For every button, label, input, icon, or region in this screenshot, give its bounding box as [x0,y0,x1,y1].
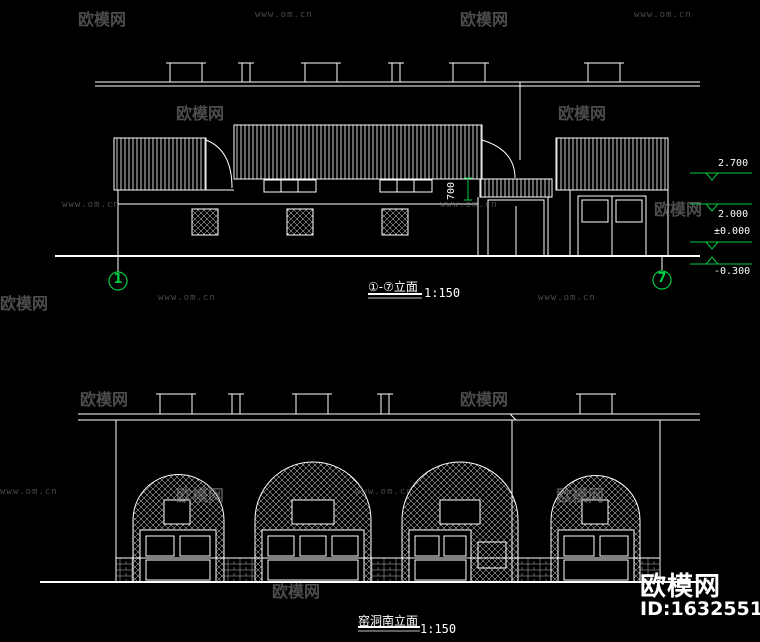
watermark-brand: 欧模网 [460,390,509,409]
axis-label-1: 1 [113,272,123,287]
elevation-2-scale: 1:150 [420,622,457,636]
watermark-brand: 欧模网 [176,486,225,505]
chimneys [166,62,624,83]
arch-1 [132,474,225,583]
watermark-brand: 欧模网 [460,10,509,29]
upper-windows [263,179,433,193]
watermark-url: www.om.cn [634,10,692,20]
level-markers [690,172,752,265]
elevation-2-title: 窑洞南立面 [358,614,419,628]
arch-3 [401,461,519,583]
watermark-url: www.om.cn [255,10,313,20]
watermark-url: www.om.cn [158,293,216,303]
watermark-url: www.om.cn [355,487,413,497]
watermark-url: www.om.cn [440,200,498,210]
watermark-brand: 欧模网 [0,294,49,313]
level-2700: 2.700 [718,158,749,169]
brand-logo-text: 欧模网 [640,572,722,602]
axis-circle-1 [108,271,128,291]
level-m0300: -0.300 [714,266,751,277]
level-2000: 2.000 [718,209,749,220]
elevation-1 [55,62,700,272]
watermark-brand: 欧模网 [78,10,127,29]
axis-label-7: 7 [657,271,667,286]
elevation-1-scale: 1:150 [424,286,461,300]
elevation-2 [40,393,700,583]
watermark-brand: 欧模网 [80,390,129,409]
elevation-1-title: ①-⑦立面 [368,280,418,294]
brand-id: ID:1632551 [640,598,760,620]
arch-2 [254,461,372,583]
arch-4 [550,475,641,583]
watermark-brand: 欧模网 [558,104,607,123]
watermark-brand: 欧模网 [176,104,225,123]
watermark-brand: 欧模网 [272,582,321,601]
watermark-brand: 欧模网 [556,486,605,505]
level-0000: ±0.000 [714,226,751,237]
axis-circle-7 [652,270,672,290]
dim-700: 700 [446,181,457,200]
watermark-brand: 欧模网 [654,200,703,219]
lattice-windows [191,208,409,236]
watermark-url: www.om.cn [62,200,120,210]
watermark-url: www.om.cn [0,487,58,497]
watermark-url: www.om.cn [538,293,596,303]
